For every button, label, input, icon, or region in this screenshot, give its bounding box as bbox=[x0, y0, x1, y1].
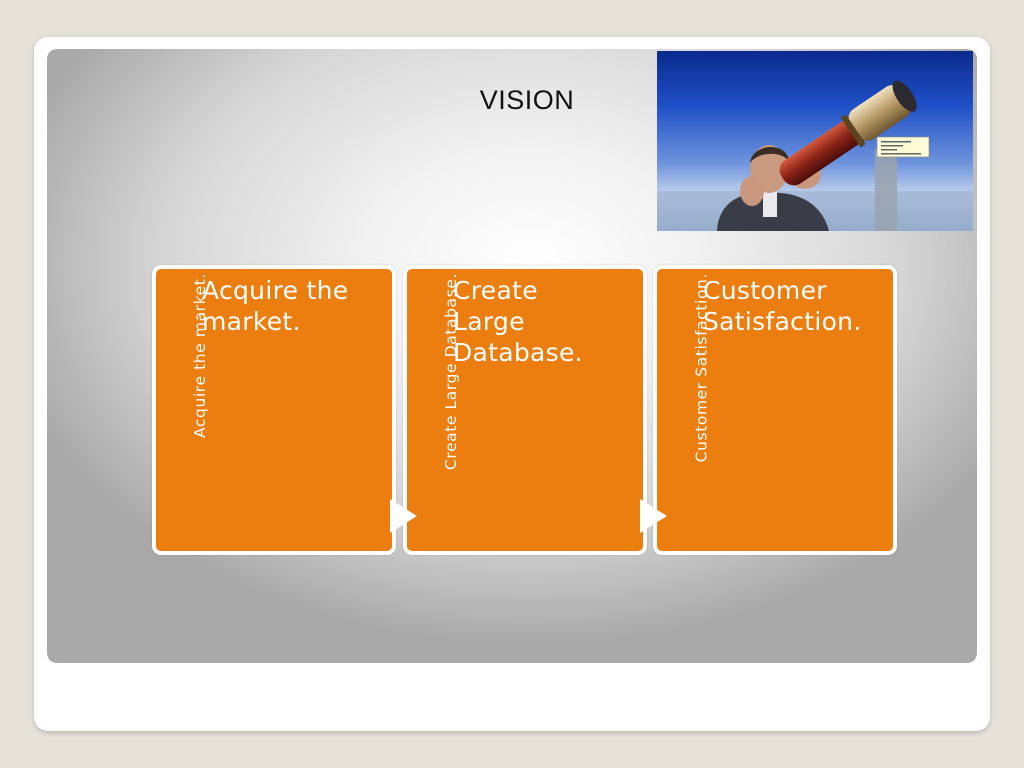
telescope-photo bbox=[657, 51, 973, 231]
process-step-card-1: Acquire the market. Acquire the market. bbox=[152, 265, 396, 555]
slide: VISION bbox=[47, 49, 977, 663]
arrow-right-icon bbox=[390, 499, 417, 533]
process-step-card-2: Create Large Database. Create Large Data… bbox=[403, 265, 647, 555]
step-text: Acquire the market. bbox=[202, 275, 386, 337]
step-text: Customer Satisfaction. bbox=[703, 275, 887, 337]
arrow-right-icon bbox=[640, 499, 667, 533]
side-label-container: Acquire the market. bbox=[160, 273, 188, 547]
step-text: Create Large Database. bbox=[453, 275, 603, 368]
process-step-card-3: Customer Satisfaction. Customer Satisfac… bbox=[653, 265, 897, 555]
slide-title: VISION bbox=[427, 85, 627, 116]
